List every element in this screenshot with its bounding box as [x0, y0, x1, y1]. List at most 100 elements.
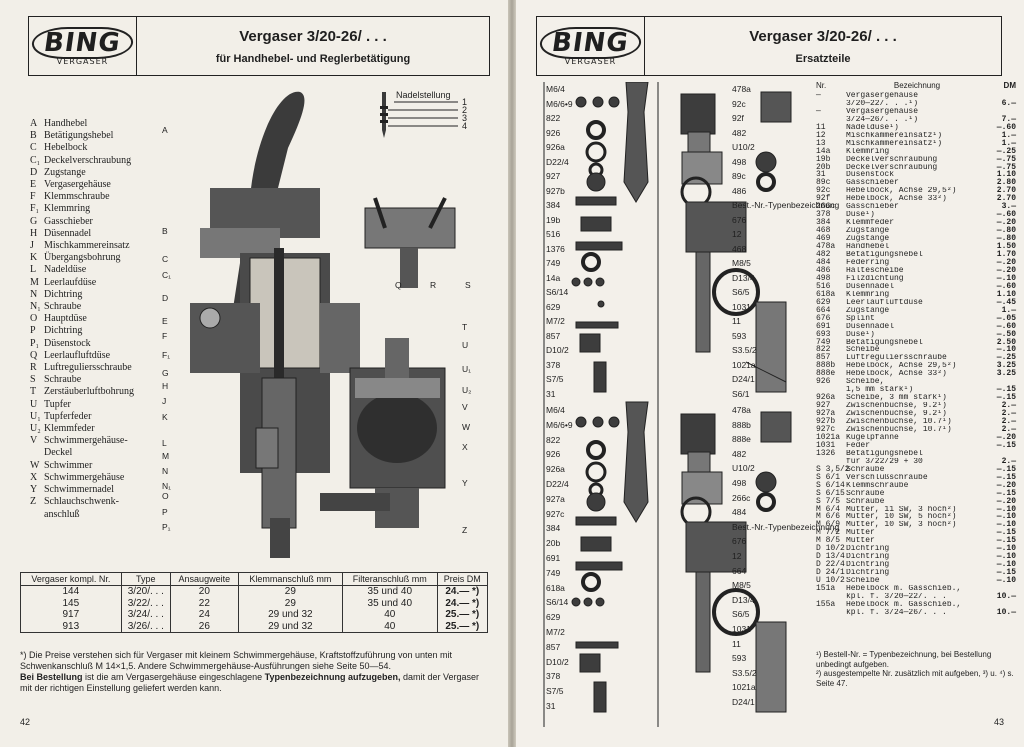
part-number: 926a — [816, 393, 836, 403]
legend-label: Leerlaufluftdüse — [44, 349, 111, 361]
table-cell: 3/22/. . . — [120, 597, 171, 609]
legend-label: Leerlaufdüse — [44, 276, 97, 288]
part-callout: D22/4 — [546, 156, 569, 167]
drawing-label: H — [162, 381, 169, 391]
part-callout: 31 — [546, 388, 556, 399]
part-price: 10.— — [996, 592, 1016, 601]
drawing-label: N₁ — [162, 481, 172, 491]
legend-code: B — [30, 130, 37, 142]
part-callout: 478a — [732, 84, 751, 94]
part-price: 1.50 — [996, 242, 1016, 252]
legend-code: C — [30, 142, 37, 154]
part-callout: 593 — [732, 653, 747, 664]
table-cell: 3/24/. . . — [120, 609, 171, 621]
part-callout: 888b — [732, 419, 751, 430]
needle-icon — [380, 92, 458, 138]
part-callout: Best.-Nr.-Typenbezeichnung — [732, 200, 840, 210]
part-callout: 482 — [732, 127, 747, 138]
needle-position-number: 1 — [462, 97, 468, 107]
legend-code: Z — [30, 496, 37, 508]
drawing-label: G — [162, 368, 169, 378]
legend-code: Q — [30, 349, 38, 361]
part-price: 3.— — [1001, 202, 1016, 212]
table-cell: 24 — [169, 609, 239, 621]
part-callout: S3.5/2 — [732, 667, 757, 678]
right-page: BING VERGASER Vergaser 3/20-26/ . . . Er… — [516, 0, 1024, 747]
part-price: —.10 — [996, 504, 1016, 514]
left-header: BING VERGASER Vergaser 3/20-26/ . . . fü… — [28, 16, 490, 76]
part-price: 2.— — [1001, 417, 1016, 427]
part-callout: 478a — [732, 405, 751, 415]
part-price: —.20 — [996, 480, 1016, 490]
part-description: Hebelbock, Achse 33²) — [846, 195, 947, 204]
part-callout: 822 — [546, 434, 561, 445]
part-price: 1.10 — [996, 289, 1016, 299]
part-callout: S7/5 — [546, 686, 564, 697]
part-price: —.60 — [996, 281, 1016, 291]
parts-row: —Vergasergehäuse — [816, 107, 1016, 116]
part-callout: 927b — [546, 185, 565, 196]
legend-label: Mischkammereinsatz — [44, 240, 130, 252]
legend-label: Luftreguliersschraube — [44, 362, 132, 374]
part-description: Düsennadel — [846, 282, 895, 291]
drawing-label: O — [162, 491, 169, 501]
part-description: Leerlaufluftdüse — [846, 298, 923, 307]
book-gutter — [508, 0, 516, 747]
drawing-label: Q — [395, 280, 402, 290]
legend-label: Düsenstock — [44, 337, 91, 349]
table-cell: 35 und 40 — [341, 585, 438, 598]
part-callout: 486 — [732, 185, 747, 196]
part-number: 266c — [816, 202, 836, 212]
part-callout: M7/2 — [546, 316, 565, 326]
legend-code: V — [30, 435, 38, 447]
part-callout: M6/4 — [546, 84, 565, 94]
table-cell: 29 und 32 — [237, 609, 343, 621]
part-number: 629 — [816, 297, 831, 307]
part-price: —.15 — [996, 488, 1016, 498]
part-callout: S6/14 — [546, 597, 569, 608]
drawing-label: F₁ — [162, 350, 171, 360]
logo-brand: BING — [537, 26, 644, 59]
legend-label: Hebelbock — [44, 142, 88, 154]
part-description: Mutter — [846, 529, 875, 538]
part-number: 676 — [816, 313, 831, 323]
part-number: 664 — [816, 305, 831, 315]
part-description: Düsenstock — [846, 171, 895, 180]
part-callout: D22/4 — [546, 479, 569, 489]
part-number: 927a — [816, 409, 836, 419]
part-number: 13 — [816, 138, 826, 148]
part-callout: 927a — [546, 493, 565, 504]
part-callout: D24/1 — [732, 697, 755, 707]
legend-label: Betätigungshebel — [44, 130, 114, 142]
legend-label: Zugstange — [44, 166, 86, 178]
part-number: S 6/15 — [816, 488, 845, 498]
part-price: 1.70 — [996, 250, 1016, 260]
part-description: 1,5 mm stark¹) — [846, 386, 914, 395]
legend-item: anschluß — [30, 509, 134, 521]
legend-item: Deckel — [30, 447, 134, 459]
drawing-label: Z — [462, 525, 468, 535]
table-cell: 22 — [169, 597, 239, 609]
part-callout: 749 — [546, 567, 561, 578]
part-callout: M6/6•9 — [546, 98, 573, 109]
part-description: Hebelbock, Achse 33²) — [846, 370, 947, 379]
part-number: 927 — [816, 401, 831, 411]
legend-code: C₁ — [30, 154, 41, 166]
part-callout: 629 — [546, 301, 561, 312]
legend-code: N₁ — [30, 301, 41, 313]
part-description: Dichtring — [846, 553, 890, 562]
